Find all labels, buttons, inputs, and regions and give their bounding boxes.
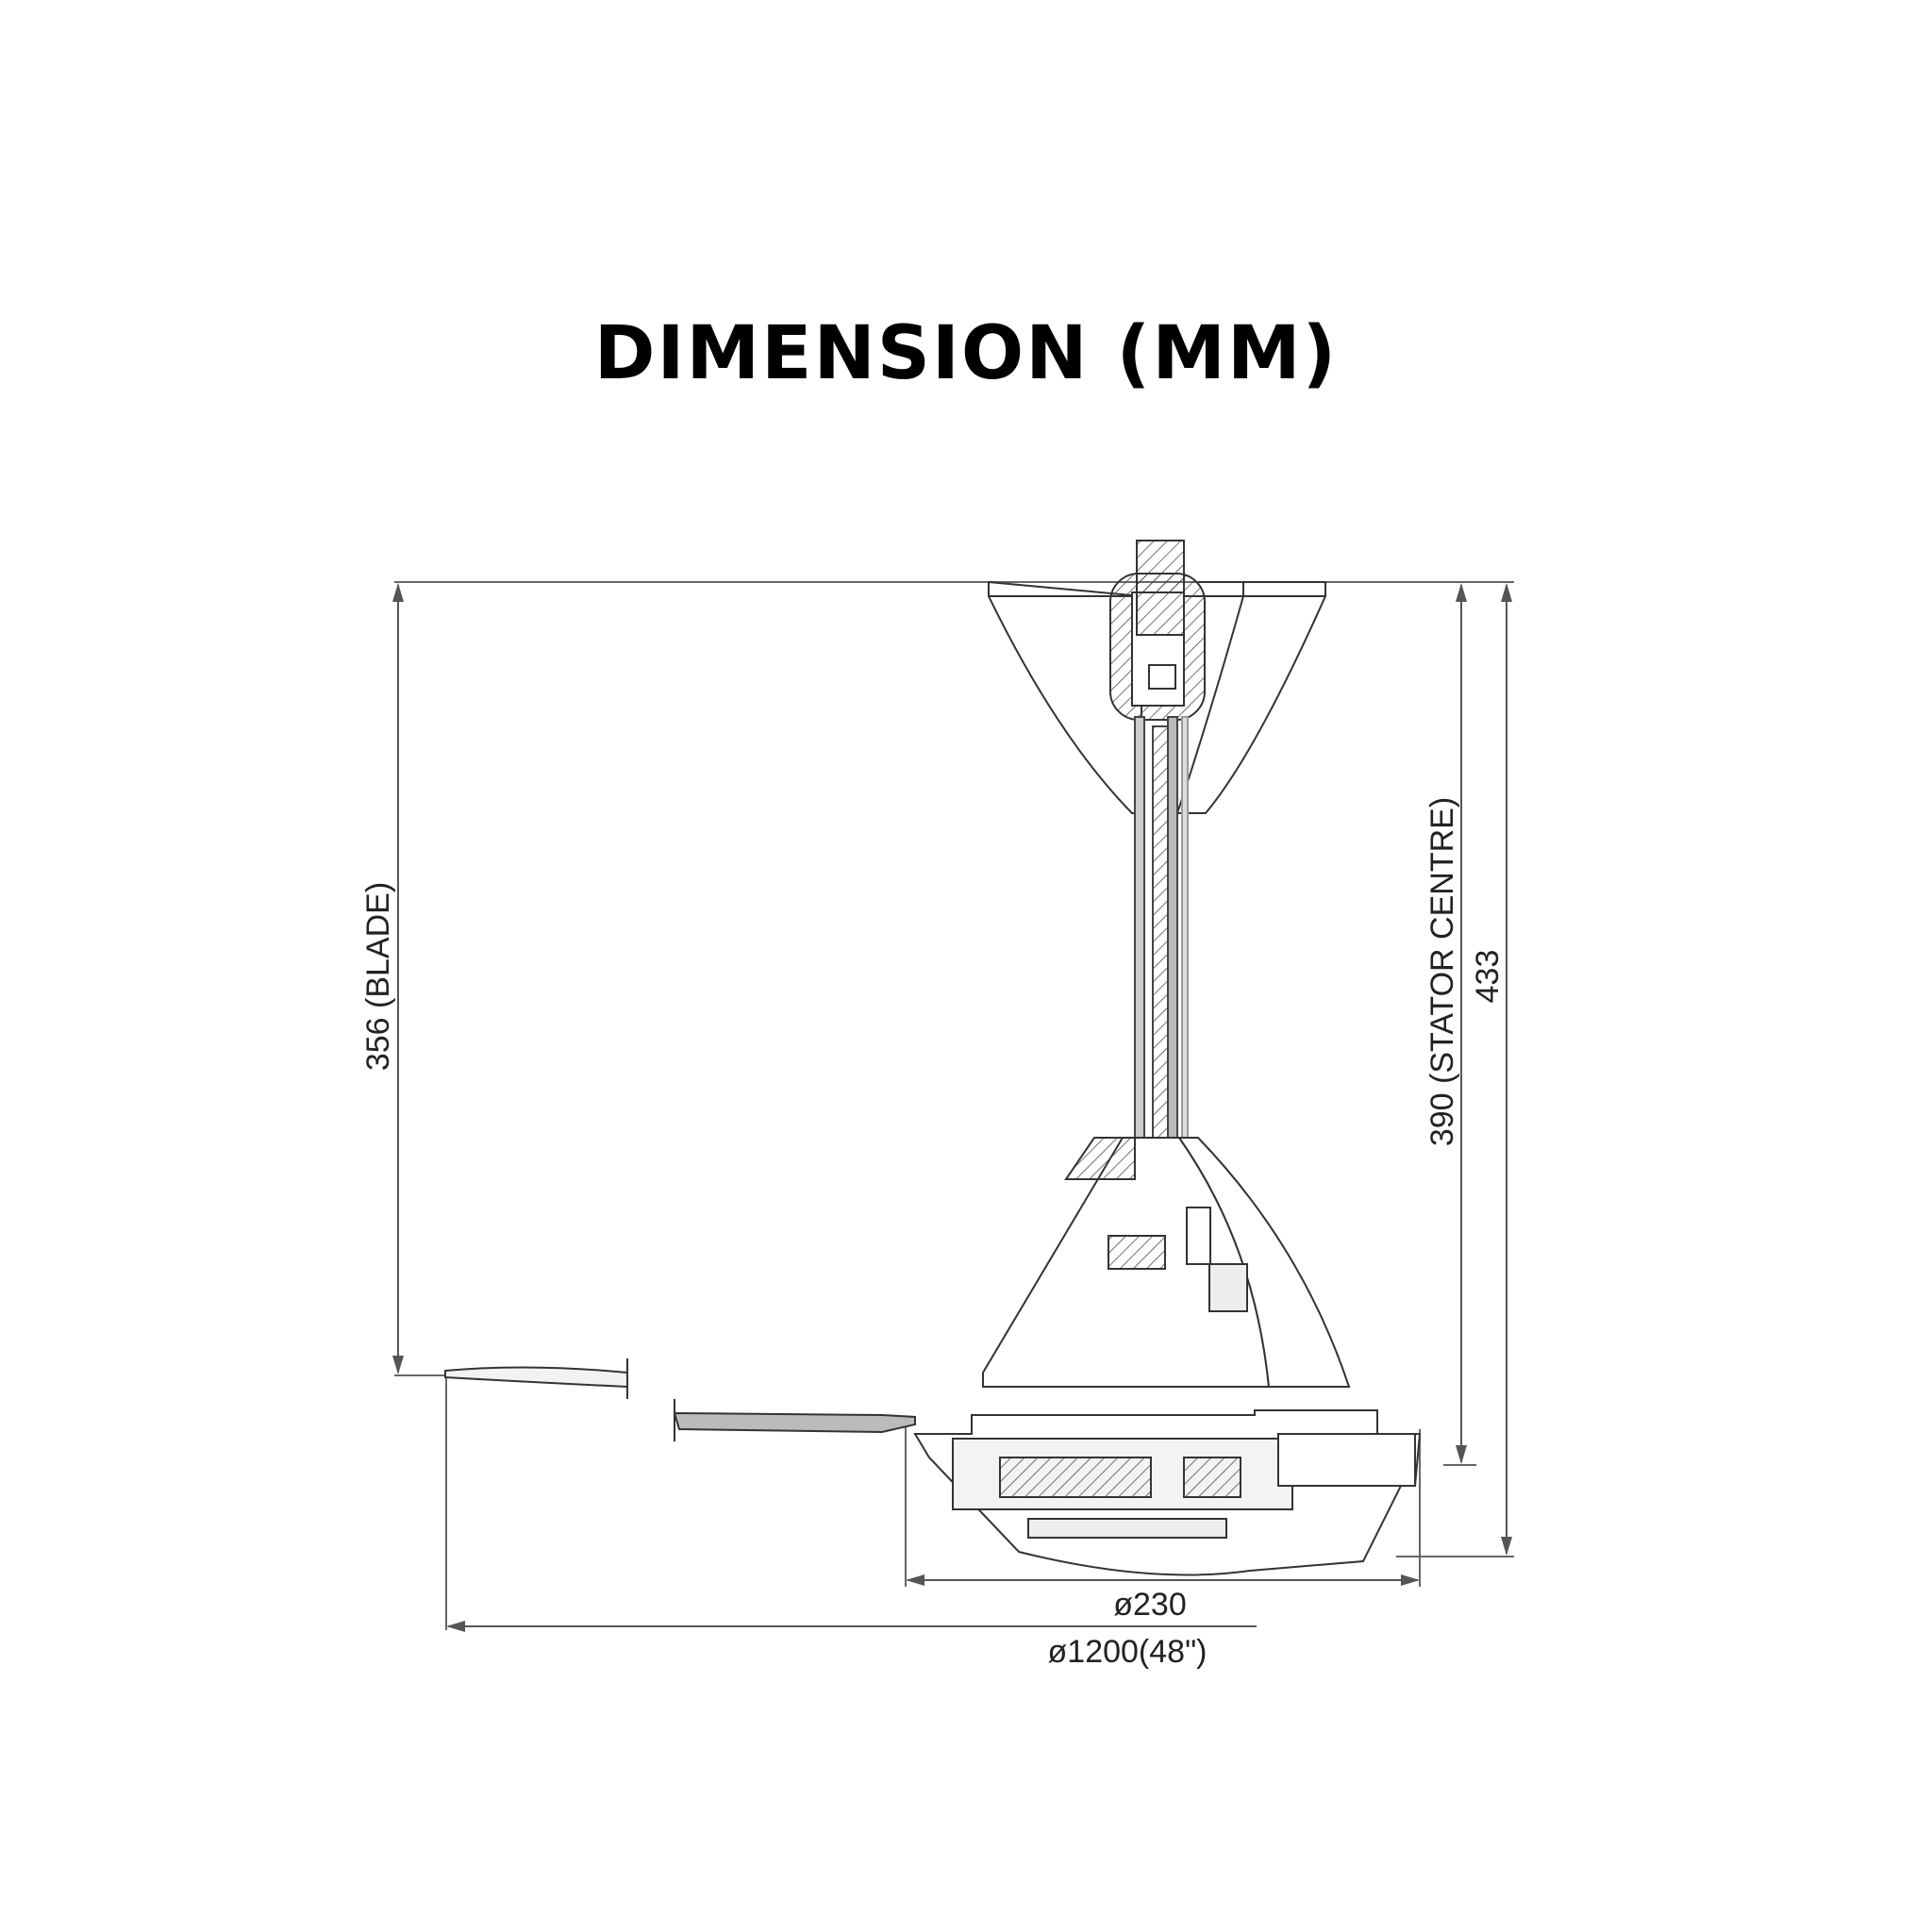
motor-housing: [913, 1409, 1422, 1576]
sweep-diameter-label: ø1200(48"): [1048, 1634, 1208, 1670]
stator-centre-dimension: 390 (STATOR CENTRE): [1424, 583, 1467, 1464]
stator-centre-label: 390 (STATOR CENTRE): [1424, 797, 1460, 1146]
upper-motor-cover: [982, 1137, 1351, 1388]
overall-height-label: 433: [1470, 950, 1506, 1004]
motor-diameter-dimension: ø230: [906, 1574, 1420, 1623]
blade-right-root: [673, 1399, 916, 1441]
downrod: [1134, 716, 1189, 1199]
blade-left-tip: [444, 1358, 628, 1399]
blade-height-label: 356 (BLADE): [360, 882, 396, 1071]
overall-height-dimension: 433: [1470, 583, 1512, 1556]
page-title: DIMENSION (MM): [593, 311, 1339, 396]
sweep-diameter-dimension: ø1200(48"): [446, 1621, 1257, 1670]
ceiling-canopy: [988, 540, 1326, 814]
extension-lines: [394, 581, 1514, 1630]
motor-diameter-label: ø230: [1113, 1587, 1187, 1623]
blade-height-dimension: 356 (BLADE): [360, 583, 404, 1374]
